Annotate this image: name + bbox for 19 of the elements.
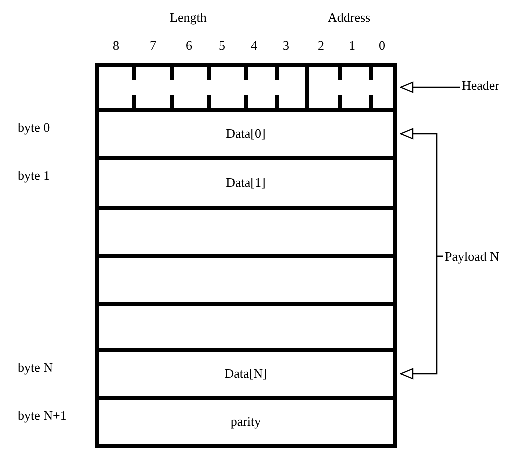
pointer-label: Payload N xyxy=(445,249,500,264)
bit-number: 7 xyxy=(150,38,156,53)
bit-number: 3 xyxy=(283,38,290,53)
pointer-label: Header xyxy=(462,78,500,93)
arrow xyxy=(400,82,460,94)
byte-label: byte N xyxy=(18,360,54,375)
field-group-label: Address xyxy=(328,10,371,25)
bit-number: 2 xyxy=(318,38,324,53)
bit-number: 6 xyxy=(186,38,192,53)
bit-number: 5 xyxy=(219,38,226,53)
bit-number: 1 xyxy=(349,38,356,53)
field-group-label: Length xyxy=(170,10,207,25)
byte-label: byte N+1 xyxy=(18,408,67,423)
byte-label: byte 0 xyxy=(18,120,50,135)
byte-label: byte 1 xyxy=(18,168,50,183)
bit-number: 0 xyxy=(379,38,386,53)
arrow xyxy=(400,256,443,380)
bit-number: 4 xyxy=(251,38,258,53)
bit-number: 8 xyxy=(113,38,120,53)
